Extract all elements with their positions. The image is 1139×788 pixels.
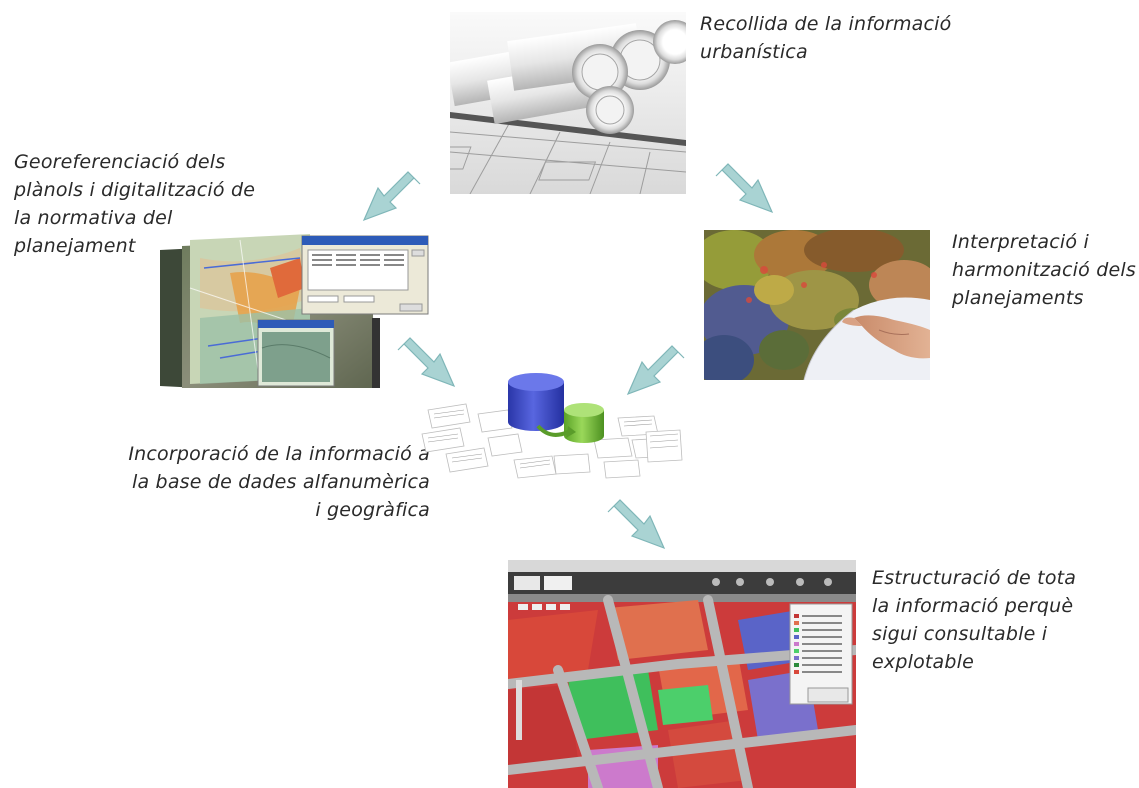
label-collect: Recollida de la informació urbanística [700, 10, 951, 66]
label-line: Interpretació i [952, 231, 1089, 253]
hand-on-planning-map-image [704, 230, 930, 380]
arrow-down-right-icon [715, 163, 774, 214]
database-cylinders-icon [418, 370, 684, 482]
label-line: sigui consultable i [872, 623, 1048, 645]
label-line: Georeferenciació dels [14, 151, 226, 173]
arrow-down-right-icon [607, 499, 666, 550]
label-line: i geogràfica [315, 499, 430, 521]
label-line: Estructuració de tota [872, 567, 1077, 589]
label-georef: Georeferenciació dels plànols i digitali… [14, 148, 255, 260]
gis-software-screenshot [160, 228, 432, 388]
label-line: planejament [14, 235, 136, 257]
label-line: Incorporació de la informació a [128, 443, 430, 465]
label-line: planejaments [952, 287, 1084, 309]
label-line: Recollida de la informació [700, 13, 952, 35]
label-line: la informació perquè [872, 595, 1074, 617]
arrow-down-right-icon [397, 337, 456, 388]
label-line: urbanística [700, 41, 808, 63]
label-line: la base de dades alfanumèrica [132, 471, 430, 493]
label-structure: Estructuració de tota la informació perq… [872, 564, 1076, 676]
label-line: explotable [872, 651, 975, 673]
label-line: la normativa del [14, 207, 173, 229]
label-database: Incorporació de la informació a la base … [120, 440, 430, 524]
arrow-down-left-icon [362, 171, 421, 222]
arrow-down-left-icon [626, 345, 685, 396]
label-interpret: Interpretació i harmonització dels plane… [952, 228, 1136, 312]
rolled-blueprints-image [450, 12, 686, 194]
urban-planning-web-map-screenshot [508, 560, 856, 788]
label-line: harmonització dels [952, 259, 1136, 281]
label-line: plànols i digitalització de [14, 179, 256, 201]
